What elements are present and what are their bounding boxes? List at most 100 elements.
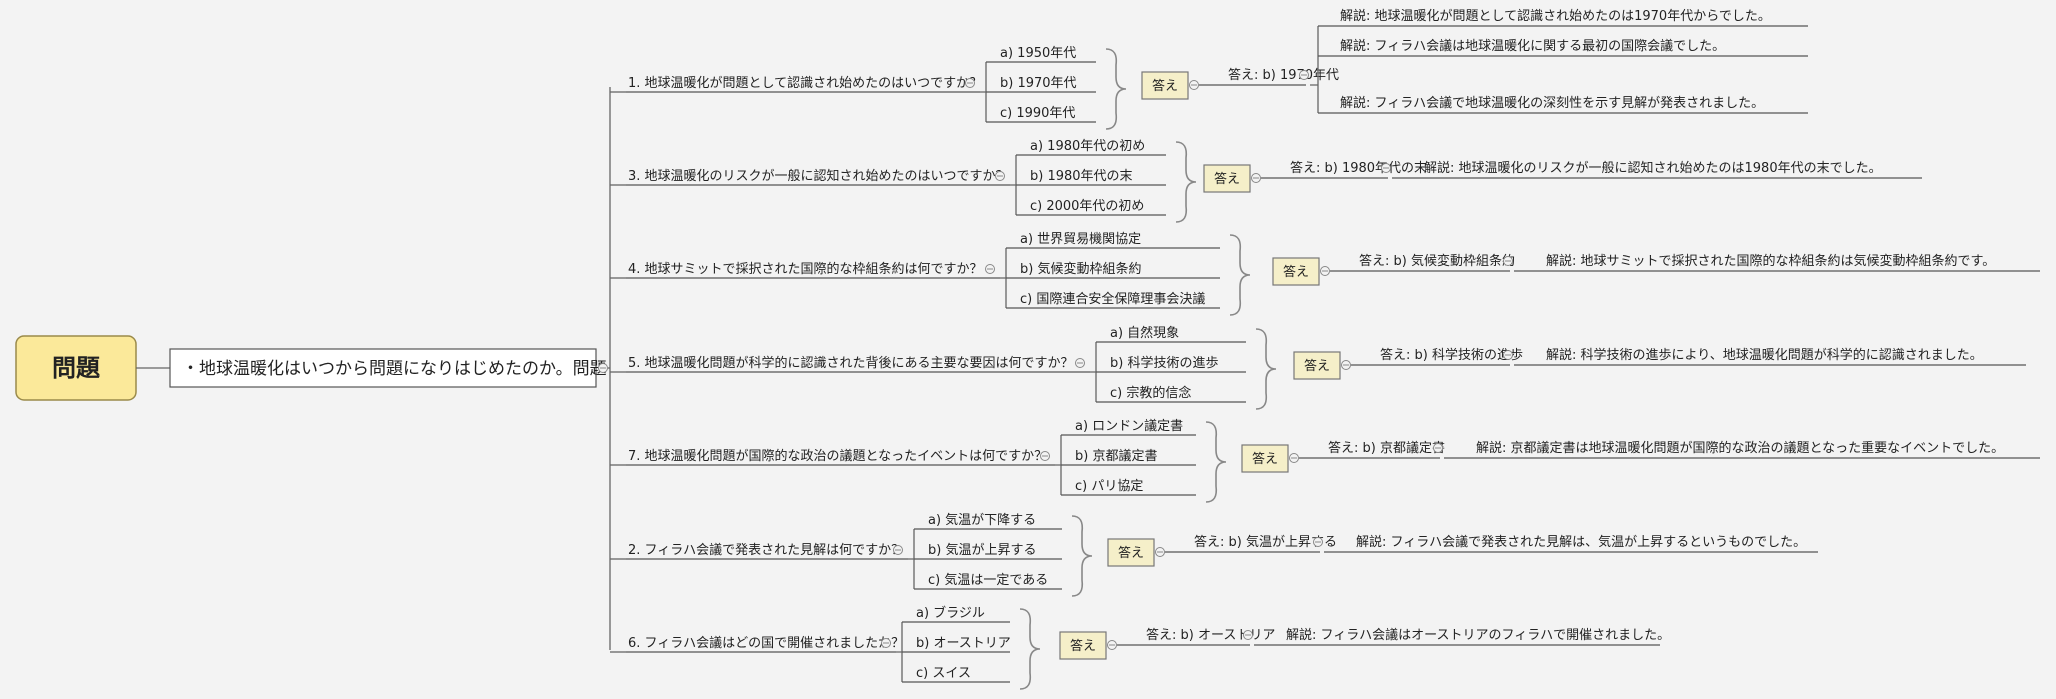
explanation-label: 解説: 京都議定書は地球温暖化問題が国際的な政治の議題となった重要なイベントでし… bbox=[1476, 440, 2004, 456]
option-label[interactable]: a) 自然現象 bbox=[1110, 325, 1179, 341]
option-label[interactable]: b) オーストリア bbox=[916, 636, 1011, 651]
options-connector bbox=[1090, 342, 1097, 402]
options-connector bbox=[908, 529, 915, 589]
answer-label: 答え: b) 1980年代の末 bbox=[1290, 160, 1427, 176]
question-label[interactable]: 4. 地球サミットで採択された国際的な枠組条約は何ですか？ bbox=[628, 261, 983, 277]
options-brace bbox=[1175, 141, 1197, 223]
main-topic-collapse-toggle[interactable] bbox=[598, 363, 608, 373]
question-branch: 4. 地球サミットで採択された国際的な枠組条約は何ですか？ a) 世界貿易機関協定… bbox=[610, 232, 2040, 316]
main-topic-label: ・地球温暖化はいつから問題になりはじめたのか。問題 bbox=[182, 359, 607, 379]
option-label[interactable]: b) 科学技術の進歩 bbox=[1110, 355, 1218, 371]
options-connector bbox=[1055, 435, 1062, 495]
options-connector bbox=[896, 622, 903, 682]
explanation-label: 解説: 科学技術の進歩により、地球温暖化問題が科学的に認識されました。 bbox=[1546, 347, 1983, 363]
question-branch: 3. 地球温暖化のリスクが一般に認知され始めたのはいつですか？ a) 1980年代… bbox=[610, 139, 1922, 223]
explanation-collapse-toggle[interactable] bbox=[1433, 443, 1443, 453]
options-brace bbox=[1205, 421, 1227, 503]
explanation-label: 解説: 地球温暖化のリスクが一般に認知され始めたのは1980年代の末でした。 bbox=[1424, 160, 1882, 176]
explanation-label: 解説: フィラハ会議はオーストリアのフィラハで開催されました。 bbox=[1286, 627, 1670, 643]
option-label[interactable]: c) スイス bbox=[916, 666, 971, 681]
explanation-collapse-toggle[interactable] bbox=[1243, 630, 1253, 640]
question-label[interactable]: 7. 地球温暖化問題が国際的な政治の議題となったイベントは何ですか？ bbox=[628, 448, 1047, 464]
answer-button[interactable]: 答え bbox=[1241, 444, 1289, 473]
question-branch: 1. 地球温暖化が問題として認識され始めたのはいつですか？ a) 1950年代 b)… bbox=[610, 8, 1808, 130]
explanation-label: 解説: フィラハ会議で地球温暖化の深刻性を示す見解が発表されました。 bbox=[1340, 95, 1764, 111]
explanation-label: 解説: フィラハ会議で発表された見解は、気温が上昇するというものでした。 bbox=[1356, 534, 1806, 550]
root-node[interactable]: 問題 bbox=[15, 335, 137, 401]
option-label[interactable]: c) 国際連合安全保障理事会決議 bbox=[1020, 291, 1205, 307]
answer-button[interactable]: 答え bbox=[1107, 538, 1155, 567]
options-brace bbox=[1229, 234, 1251, 316]
answer-collapse-toggle[interactable] bbox=[1320, 266, 1330, 276]
question-collapse-toggle[interactable] bbox=[995, 171, 1005, 181]
option-label[interactable]: c) パリ協定 bbox=[1075, 479, 1143, 494]
answer-button[interactable]: 答え bbox=[1141, 71, 1189, 100]
main-topic-node[interactable]: ・地球温暖化はいつから問題になりはじめたのか。問題 bbox=[169, 348, 607, 388]
question-label[interactable]: 6. フィラハ会議はどの国で開催されましたか？ bbox=[628, 636, 904, 651]
question-collapse-toggle[interactable] bbox=[965, 78, 975, 88]
answer-collapse-toggle[interactable] bbox=[1341, 360, 1351, 370]
answer-collapse-toggle[interactable] bbox=[1155, 547, 1165, 557]
option-label[interactable]: a) ロンドン議定書 bbox=[1075, 419, 1183, 434]
explanation-collapse-toggle[interactable] bbox=[1503, 350, 1513, 360]
option-label[interactable]: b) 気候変動枠組条約 bbox=[1020, 261, 1141, 277]
options-connector bbox=[1000, 248, 1007, 308]
answer-button-label: 答え bbox=[1118, 545, 1144, 561]
answer-label: 答え: b) オーストリア bbox=[1146, 627, 1275, 643]
question-collapse-toggle[interactable] bbox=[1040, 451, 1050, 461]
question-label[interactable]: 2. フィラハ会議で発表された見解は何ですか？ bbox=[628, 542, 904, 558]
answer-button[interactable]: 答え bbox=[1272, 257, 1320, 286]
answer-button[interactable]: 答え bbox=[1293, 351, 1341, 380]
question-label[interactable]: 3. 地球温暖化のリスクが一般に認知され始めたのはいつですか？ bbox=[628, 168, 1009, 184]
answer-label: 答え: b) 気候変動枠組条約 bbox=[1359, 253, 1515, 269]
explanation-collapse-toggle[interactable] bbox=[1313, 537, 1323, 547]
options-brace bbox=[1105, 48, 1127, 130]
options-brace bbox=[1071, 515, 1093, 597]
options-connector bbox=[980, 62, 987, 122]
question-branch: 6. フィラハ会議はどの国で開催されましたか？ a) ブラジル b) オーストリア c… bbox=[610, 605, 1670, 690]
option-label[interactable]: b) 1980年代の末 bbox=[1030, 169, 1133, 184]
explanation-collapse-toggle[interactable] bbox=[1503, 256, 1513, 266]
answer-collapse-toggle[interactable] bbox=[1107, 640, 1117, 650]
answer-collapse-toggle[interactable] bbox=[1289, 453, 1299, 463]
explanation-collapse-toggle[interactable] bbox=[1299, 70, 1309, 80]
options-connector bbox=[1010, 155, 1017, 215]
option-label[interactable]: a) 1950年代 bbox=[1000, 46, 1076, 61]
question-branch: 5. 地球温暖化問題が科学的に認識された背後にある主要な要因は何ですか？ a) 自… bbox=[610, 325, 2026, 410]
answer-collapse-toggle[interactable] bbox=[1189, 80, 1199, 90]
question-branch: 7. 地球温暖化問題が国際的な政治の議題となったイベントは何ですか？ a) ロンド… bbox=[610, 419, 2040, 503]
explanation-collapse-toggle[interactable] bbox=[1381, 163, 1391, 173]
question-collapse-toggle[interactable] bbox=[1075, 358, 1085, 368]
option-label[interactable]: a) 1980年代の初め bbox=[1030, 139, 1145, 154]
option-label[interactable]: c) 1990年代 bbox=[1000, 106, 1075, 121]
explanations-connector bbox=[1310, 26, 1319, 113]
question-branch: 2. フィラハ会議で発表された見解は何ですか？ a) 気温が下降する b) 気温が上… bbox=[610, 512, 1818, 597]
options-brace bbox=[1255, 328, 1277, 410]
question-collapse-toggle[interactable] bbox=[881, 638, 891, 648]
answer-label: 答え: b) 1970年代 bbox=[1228, 67, 1339, 83]
option-label[interactable]: c) 気温は一定である bbox=[928, 572, 1048, 588]
option-label[interactable]: b) 京都議定書 bbox=[1075, 449, 1157, 464]
option-label[interactable]: b) 1970年代 bbox=[1000, 76, 1077, 91]
answer-button[interactable]: 答え bbox=[1059, 631, 1107, 660]
option-label[interactable]: a) ブラジル bbox=[916, 605, 985, 621]
answer-button-label: 答え bbox=[1283, 264, 1309, 280]
answer-collapse-toggle[interactable] bbox=[1251, 173, 1261, 183]
question-label[interactable]: 1. 地球温暖化が問題として認識され始めたのはいつですか？ bbox=[628, 75, 982, 91]
answer-button-label: 答え bbox=[1252, 451, 1278, 467]
option-label[interactable]: b) 気温が上昇する bbox=[928, 542, 1036, 558]
question-collapse-toggle[interactable] bbox=[893, 545, 903, 555]
answer-button-label: 答え bbox=[1152, 78, 1178, 94]
explanation-label: 解説: フィラハ会議は地球温暖化に関する最初の国際会議でした。 bbox=[1340, 38, 1725, 54]
option-label[interactable]: a) 気温が下降する bbox=[928, 512, 1036, 528]
explanation-label: 解説: 地球温暖化が問題として認識され始めたのは1970年代からでした。 bbox=[1340, 8, 1771, 24]
question-label[interactable]: 5. 地球温暖化問題が科学的に認識された背後にある主要な要因は何ですか？ bbox=[628, 355, 1074, 371]
questions-layer: 1. 地球温暖化が問題として認識され始めたのはいつですか？ a) 1950年代 b)… bbox=[610, 8, 2040, 690]
option-label[interactable]: a) 世界貿易機関協定 bbox=[1020, 232, 1141, 247]
question-collapse-toggle[interactable] bbox=[985, 264, 995, 274]
answer-button-label: 答え bbox=[1070, 638, 1096, 654]
option-label[interactable]: c) 宗教的信念 bbox=[1110, 385, 1191, 401]
option-label[interactable]: c) 2000年代の初め bbox=[1030, 199, 1144, 214]
answer-button[interactable]: 答え bbox=[1203, 164, 1251, 193]
